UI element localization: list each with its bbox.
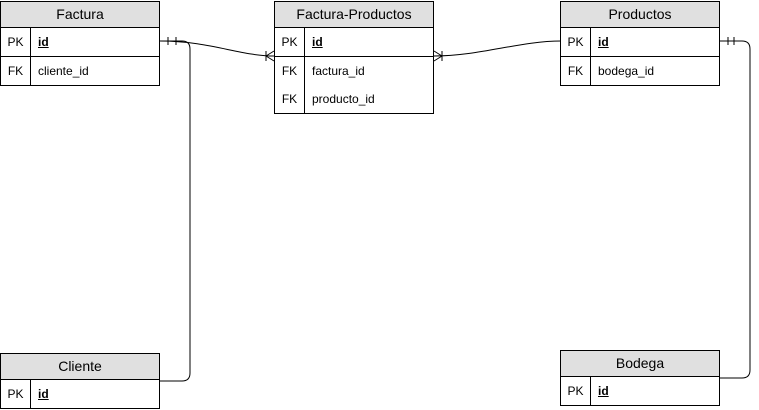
table-title: Factura-Productos xyxy=(275,2,433,28)
edge-factura-productos-factura xyxy=(159,40,275,57)
key-label: PK xyxy=(1,28,31,56)
table-row: PK id xyxy=(1,28,159,57)
table-row: PK id xyxy=(561,377,719,405)
edge-factura-productos-productos xyxy=(433,40,562,57)
column-name: id xyxy=(312,35,323,49)
table-factura[interactable]: Factura PK id FK cliente_id xyxy=(0,1,160,86)
key-label: PK xyxy=(561,28,591,56)
column-name: bodega_id xyxy=(598,64,655,78)
column-name: id xyxy=(598,35,609,49)
column-name: id xyxy=(38,387,49,401)
key-label: PK xyxy=(1,380,31,408)
one-marker xyxy=(727,37,735,45)
column-name: cliente_id xyxy=(38,64,89,78)
column-name: factura_id xyxy=(312,64,365,78)
table-row: PK id xyxy=(275,28,433,57)
key-label: PK xyxy=(561,377,591,405)
table-title: Cliente xyxy=(1,354,159,380)
table-row: FK cliente_id xyxy=(1,57,159,85)
table-title: Factura xyxy=(1,2,159,28)
edge-factura-cliente xyxy=(160,40,191,382)
key-label: FK xyxy=(275,57,305,85)
column-name: id xyxy=(598,384,609,398)
edge-productos-bodega xyxy=(720,40,751,379)
column-name: id xyxy=(38,35,49,49)
table-row: PK id xyxy=(561,28,719,57)
table-row: FK factura_id xyxy=(275,57,433,85)
crows-foot-marker xyxy=(433,50,443,62)
column-name: producto_id xyxy=(312,92,375,106)
table-factura-productos[interactable]: Factura-Productos PK id FK factura_id FK… xyxy=(274,1,434,114)
crows-foot-marker xyxy=(265,50,275,62)
key-label: FK xyxy=(1,57,31,85)
key-label: FK xyxy=(561,57,591,85)
table-row: PK id xyxy=(1,380,159,408)
table-row: FK producto_id xyxy=(275,85,433,113)
key-label: PK xyxy=(275,28,305,56)
key-label: FK xyxy=(275,85,305,113)
table-cliente[interactable]: Cliente PK id xyxy=(0,353,160,409)
table-title: Bodega xyxy=(561,351,719,377)
table-bodega[interactable]: Bodega PK id xyxy=(560,350,720,406)
table-title: Productos xyxy=(561,2,719,28)
table-productos[interactable]: Productos PK id FK bodega_id xyxy=(560,1,720,86)
table-row: FK bodega_id xyxy=(561,57,719,85)
